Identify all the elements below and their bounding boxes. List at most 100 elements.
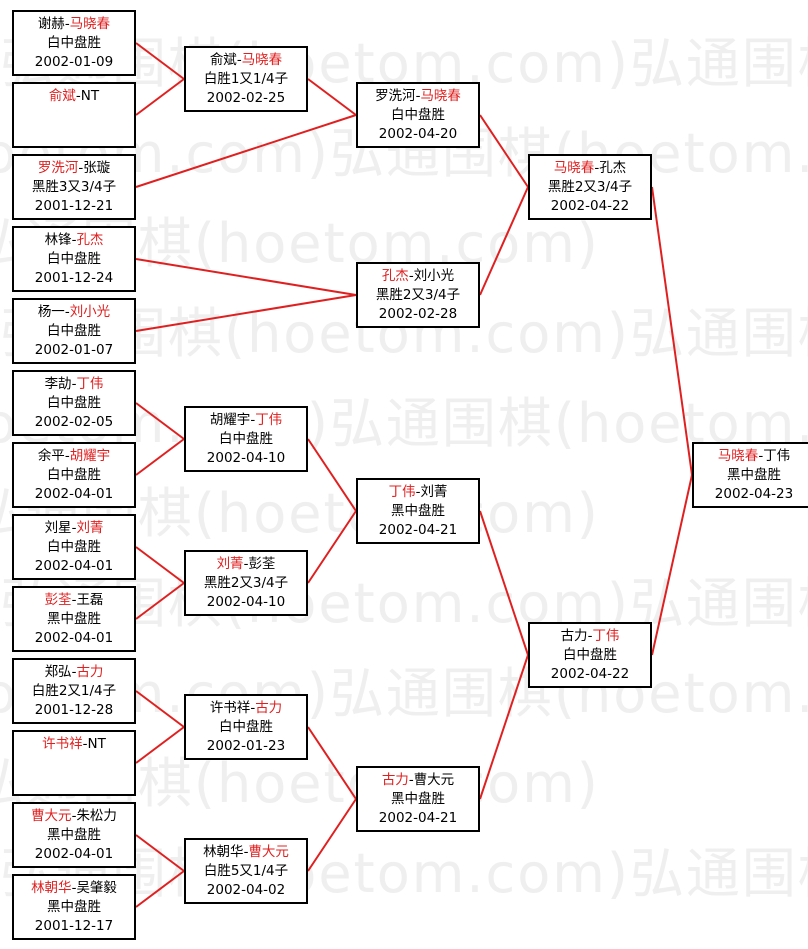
match-result: 白中盘胜 (219, 431, 273, 447)
match-date: 2002-04-10 (206, 450, 286, 466)
match-date: 2002-04-01 (34, 630, 114, 646)
player-separator: - (71, 880, 77, 896)
player-white: 王磊 (76, 592, 104, 608)
player-black: 郑弘 (44, 664, 72, 680)
match-players: 马晓春-丁伟 (694, 447, 808, 466)
match-result: 黑中盘胜 (391, 791, 445, 807)
player-black-winner: 罗洗河 (37, 160, 79, 176)
player-white-winner: 丁伟 (76, 376, 104, 392)
player-black-winner: 马晓春 (553, 160, 595, 176)
match-result (14, 754, 134, 773)
player-black: 余平 (37, 448, 65, 464)
connector-line (479, 510, 529, 656)
match-result: 白中盘胜 (391, 107, 445, 123)
match-date: 2002-04-01 (34, 558, 114, 574)
match-players: 罗洗河-张璇 (14, 159, 134, 178)
player-separator: - (236, 52, 242, 68)
player-white: 刘小光 (413, 268, 455, 284)
match-result: 白中盘胜 (47, 35, 101, 51)
player-separator: - (250, 700, 256, 716)
player-separator: - (415, 484, 421, 500)
player-white: 吴肇毅 (76, 880, 117, 896)
player-black-winner: 曹大元 (31, 808, 72, 824)
match-players: 俞斌-马晓春 (186, 51, 306, 70)
player-black: 李劼 (44, 376, 72, 392)
match-date: 2002-02-25 (206, 90, 286, 106)
match-date (14, 773, 134, 792)
player-white-winner: 曹大元 (248, 844, 289, 860)
player-white: 朱松力 (76, 808, 117, 824)
player-white: 张璇 (83, 160, 111, 176)
player-separator: - (71, 808, 77, 824)
connector-line (135, 546, 185, 584)
match-result: 白胜5又1/4子 (203, 863, 289, 879)
match-date: 2001-12-24 (34, 270, 114, 286)
connector-line (135, 870, 185, 908)
match-date: 2002-01-23 (206, 738, 286, 754)
match-date: 2002-01-09 (34, 54, 114, 70)
match-players: 刘星-刘菁 (14, 519, 134, 538)
player-separator: - (75, 88, 81, 104)
match-players: 郑弘-古力 (14, 663, 134, 682)
match-date: 2002-04-02 (206, 882, 286, 898)
player-white-winner: 丁伟 (255, 412, 283, 428)
match-date: 2002-04-22 (550, 198, 630, 214)
player-white: 曹大元 (413, 772, 455, 788)
match-date: 2001-12-17 (34, 918, 114, 934)
connector-line (307, 438, 357, 512)
player-white: 刘菁 (420, 484, 448, 500)
match-players: 俞斌-NT (14, 87, 134, 106)
connector-line (135, 582, 185, 620)
player-black: 刘星 (44, 520, 72, 536)
player-separator: - (415, 88, 421, 104)
player-separator: - (71, 592, 77, 608)
player-black-winner: 林朝华 (31, 880, 72, 896)
match-date: 2002-04-01 (34, 486, 114, 502)
match-players: 李劼-丁伟 (14, 375, 134, 394)
player-separator: - (408, 268, 414, 284)
player-black: 古力 (560, 628, 588, 644)
player-white-winner: 孔杰 (76, 232, 104, 248)
player-separator: - (64, 16, 70, 32)
match-date: 2002-02-05 (34, 414, 114, 430)
player-separator: - (82, 736, 88, 752)
player-separator: - (758, 448, 764, 464)
player-separator: - (594, 160, 600, 176)
match-date: 2002-04-10 (206, 594, 286, 610)
player-separator: - (71, 376, 77, 392)
connector-line (307, 726, 357, 800)
match-players: 余平-胡耀宇 (14, 447, 134, 466)
match-box-r1m2: 俞斌-NT (12, 82, 136, 148)
connector-line (651, 474, 693, 656)
match-players: 罗洗河-马晓春 (358, 87, 478, 106)
connector-line (479, 654, 529, 800)
match-players: 马晓春-孔杰 (530, 159, 650, 178)
player-black-winner: 古力 (381, 772, 409, 788)
player-separator: - (71, 664, 77, 680)
match-players: 胡耀宇-丁伟 (186, 411, 306, 430)
player-black-winner: 刘菁 (216, 556, 244, 572)
player-black: 许书祥 (209, 700, 251, 716)
match-date (14, 125, 134, 144)
player-black: 谢赫 (37, 16, 65, 32)
match-date: 2001-12-21 (34, 198, 114, 214)
player-separator: - (78, 160, 84, 176)
player-black-winner: 马晓春 (717, 448, 759, 464)
player-black-winner: 丁伟 (388, 484, 416, 500)
match-result: 黑胜2又3/4子 (375, 287, 461, 303)
match-result: 白中盘胜 (219, 719, 273, 735)
player-separator: - (243, 844, 249, 860)
player-separator: - (64, 448, 70, 464)
player-black-winner: 孔杰 (381, 268, 409, 284)
